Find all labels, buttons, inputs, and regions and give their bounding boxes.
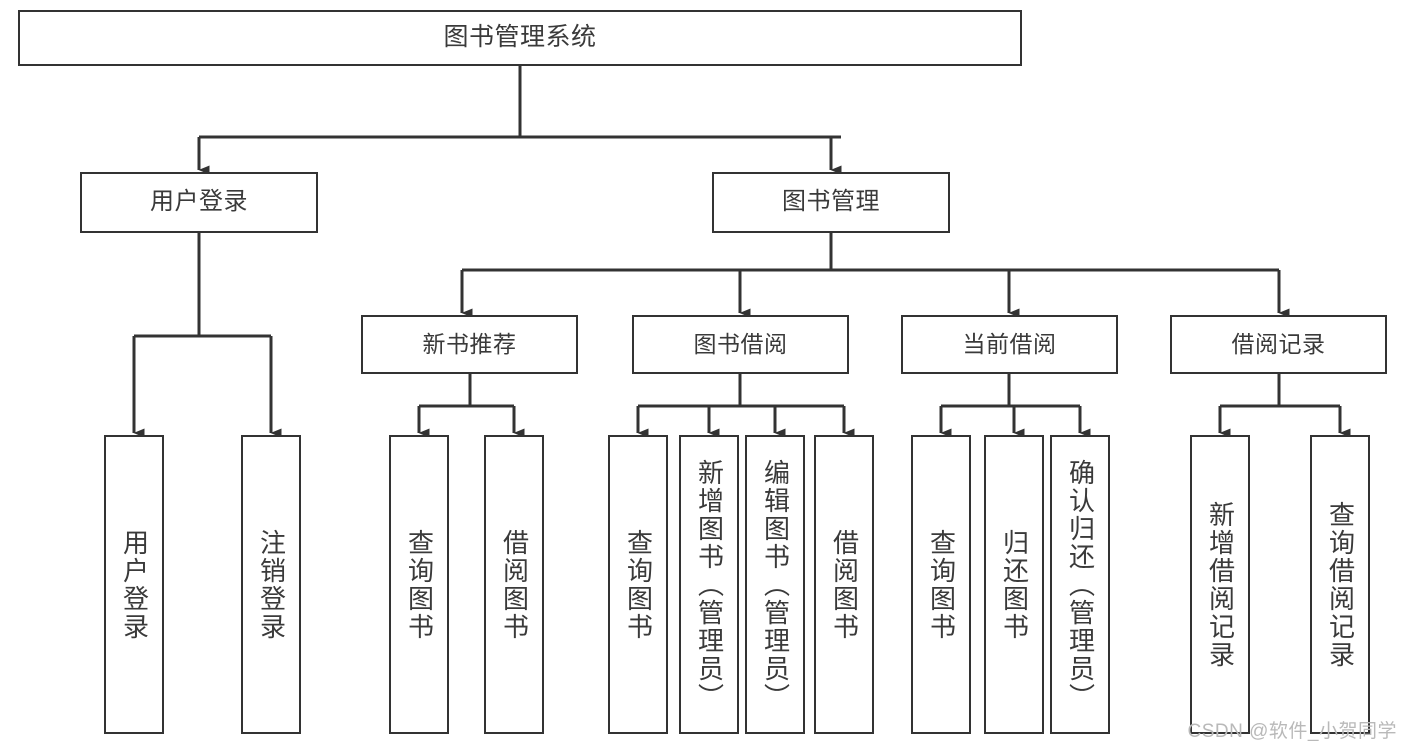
- node-current-borrow-label: 当前借阅: [962, 330, 1057, 357]
- node-new-book-recommend[interactable]: 新书推荐: [361, 315, 578, 374]
- node-leaf-borrow-book-1[interactable]: 借阅图书: [484, 435, 544, 734]
- node-root-label: 图书管理系统: [443, 23, 597, 52]
- node-leaf-confirm-return[interactable]: 确认归还（管理员）: [1050, 435, 1110, 734]
- node-user-login[interactable]: 用户登录: [80, 172, 318, 233]
- node-leaf-query-book-3[interactable]: 查询图书: [911, 435, 971, 734]
- node-leaf-borrow-book-2-label: 借阅图书: [829, 528, 860, 641]
- node-leaf-edit-book-label: 编辑图书（管理员）: [760, 458, 791, 711]
- node-leaf-return-book[interactable]: 归还图书: [984, 435, 1044, 734]
- csdn-watermark: CSDN @软件_小贺同学: [1187, 721, 1397, 742]
- node-leaf-logout[interactable]: 注销登录: [241, 435, 301, 734]
- node-leaf-borrow-book-2[interactable]: 借阅图书: [814, 435, 874, 734]
- node-leaf-query-record-label: 查询借阅记录: [1325, 500, 1356, 669]
- node-leaf-borrow-book-1-label: 借阅图书: [499, 528, 530, 641]
- node-leaf-add-book-label: 新增图书（管理员）: [694, 458, 725, 711]
- node-new-book-recommend-label: 新书推荐: [422, 330, 517, 357]
- node-book-borrow[interactable]: 图书借阅: [632, 315, 849, 374]
- node-leaf-query-record[interactable]: 查询借阅记录: [1310, 435, 1370, 734]
- node-leaf-user-login[interactable]: 用户登录: [104, 435, 164, 734]
- node-leaf-add-book[interactable]: 新增图书（管理员）: [679, 435, 739, 734]
- node-book-borrow-label: 图书借阅: [693, 330, 788, 357]
- node-leaf-user-login-label: 用户登录: [119, 528, 150, 641]
- node-borrow-record-label: 借阅记录: [1231, 330, 1326, 357]
- node-leaf-return-book-label: 归还图书: [999, 528, 1030, 641]
- node-leaf-query-book-3-label: 查询图书: [926, 528, 957, 641]
- node-leaf-query-book-2-label: 查询图书: [623, 528, 654, 641]
- node-leaf-add-record-label: 新增借阅记录: [1205, 500, 1236, 669]
- node-book-manage[interactable]: 图书管理: [712, 172, 950, 233]
- node-leaf-confirm-return-label: 确认归还（管理员）: [1065, 458, 1096, 711]
- node-book-manage-label: 图书管理: [782, 188, 880, 216]
- node-current-borrow[interactable]: 当前借阅: [901, 315, 1118, 374]
- node-leaf-query-book-1-label: 查询图书: [404, 528, 435, 641]
- node-leaf-query-book-1[interactable]: 查询图书: [389, 435, 449, 734]
- node-user-login-label: 用户登录: [150, 188, 248, 216]
- node-leaf-query-book-2[interactable]: 查询图书: [608, 435, 668, 734]
- node-borrow-record[interactable]: 借阅记录: [1170, 315, 1387, 374]
- node-root[interactable]: 图书管理系统: [18, 10, 1022, 66]
- node-leaf-logout-label: 注销登录: [256, 528, 287, 641]
- node-leaf-add-record[interactable]: 新增借阅记录: [1190, 435, 1250, 734]
- node-leaf-edit-book[interactable]: 编辑图书（管理员）: [745, 435, 805, 734]
